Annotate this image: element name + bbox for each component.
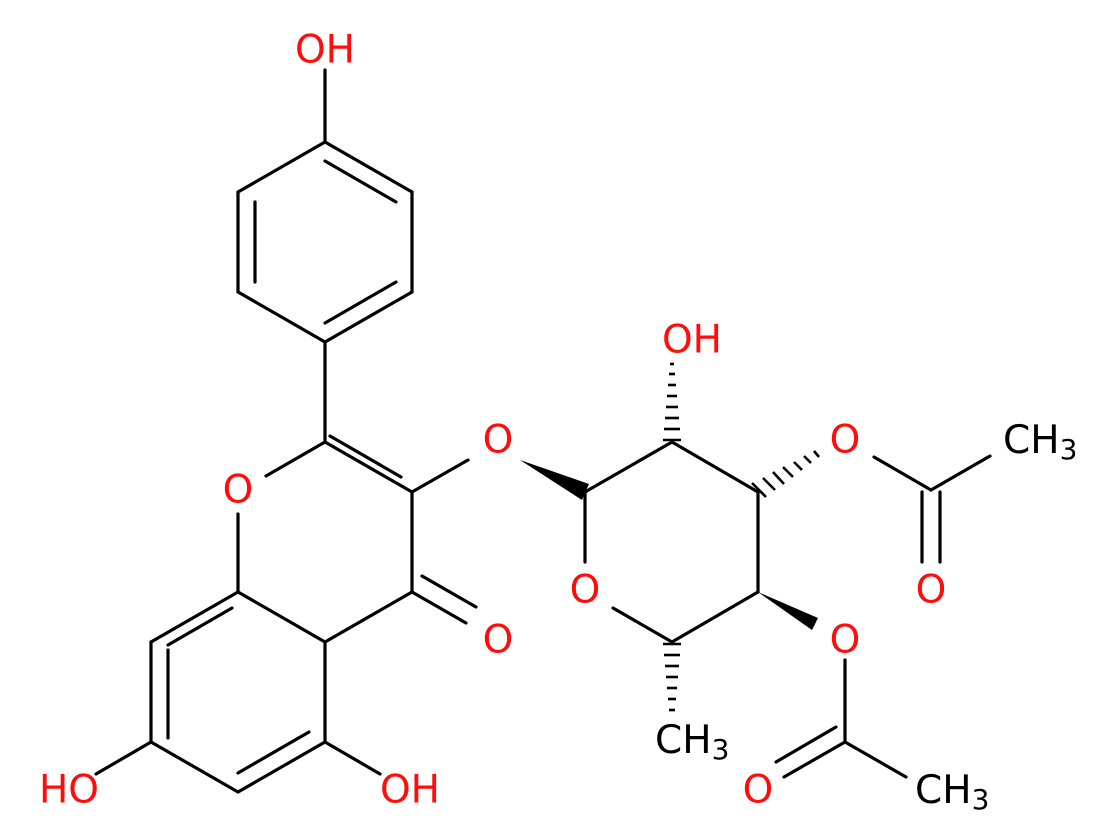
acetyl-carbonyl-oxygen-label-2: O: [743, 768, 774, 813]
bond: [670, 440, 760, 494]
bond: [782, 740, 847, 779]
bond: [670, 590, 760, 644]
hydroxyl-label-4prime: OH: [295, 28, 355, 73]
ester-oxygen-label-1: O: [830, 418, 861, 463]
atom-labels: OH O O O HO OH OH O O O CH3 O O CH3 CH3: [39, 28, 1077, 817]
bond: [872, 455, 933, 492]
bond: [611, 606, 674, 644]
ester-oxygen-label-2: O: [830, 618, 861, 663]
bond: [323, 290, 414, 344]
bond: [328, 434, 403, 479]
bond: [843, 740, 908, 779]
hydroxyl-label-c7: HO: [39, 768, 99, 813]
bond: [323, 140, 414, 194]
methyl-label-acetyl-1: CH3: [1003, 418, 1077, 467]
bond: [420, 574, 478, 609]
bond: [236, 590, 327, 644]
ring-oxygen-label-sugar: O: [570, 568, 601, 613]
bond: [323, 159, 398, 204]
bond: [323, 740, 382, 776]
hashed-bond: [663, 642, 681, 712]
glycosidic-oxygen-label: O: [483, 418, 514, 463]
bond: [410, 458, 470, 494]
bond: [410, 590, 468, 625]
carbonyl-oxygen-label: O: [483, 618, 514, 663]
bond: [166, 606, 234, 647]
hydroxyl-label-sugar: OH: [662, 318, 722, 363]
bond: [583, 440, 674, 494]
hydroxyl-label-c5: OH: [380, 768, 440, 813]
hashed-bond: [663, 362, 681, 442]
bond: [774, 725, 838, 764]
bond: [323, 590, 414, 644]
bonds: [94, 68, 992, 794]
bond: [236, 140, 327, 194]
bond: [149, 590, 240, 644]
stereo-bonds: [520, 362, 820, 712]
bond: [264, 440, 327, 478]
ring-oxygen-label-chromone: O: [223, 468, 254, 513]
acetyl-carbonyl-oxygen-label-1: O: [916, 568, 947, 613]
wedge-bond: [520, 460, 589, 500]
bond: [149, 740, 240, 794]
wedge-bond: [758, 592, 818, 630]
methyl-label-acetyl-2: CH3: [915, 768, 989, 817]
hashed-bond: [751, 450, 820, 498]
bond: [236, 290, 327, 344]
bond: [323, 440, 414, 494]
bond: [323, 280, 398, 325]
bond: [236, 730, 311, 775]
bond: [929, 454, 992, 492]
bond: [236, 740, 327, 794]
bond: [94, 740, 153, 776]
methyl-label-sugar: CH3: [655, 718, 729, 767]
